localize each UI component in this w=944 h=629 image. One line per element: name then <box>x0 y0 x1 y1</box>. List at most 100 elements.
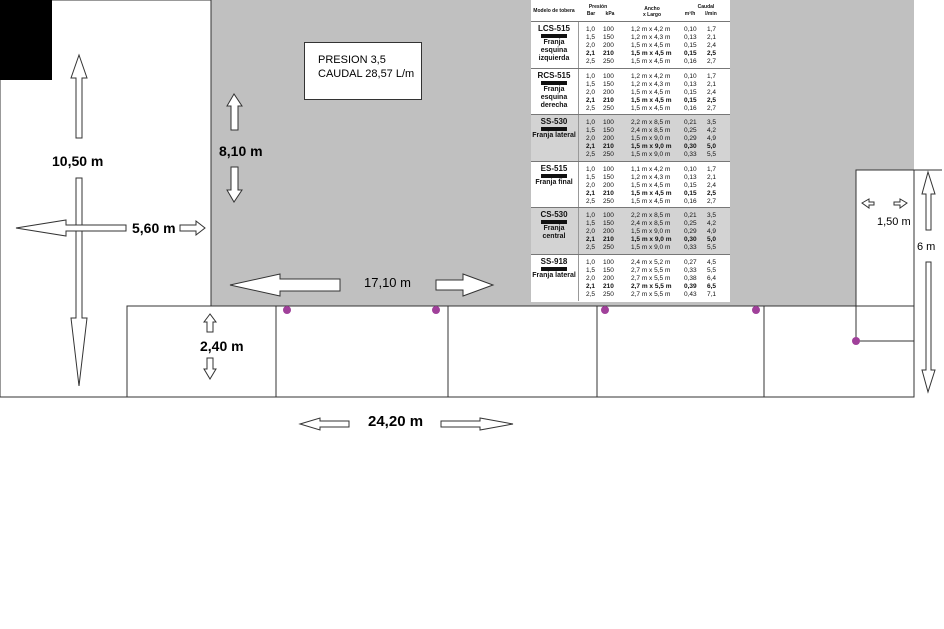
header-bar: Bar <box>586 11 596 17</box>
dimension-label-height-grass: 8,10 m <box>219 143 263 159</box>
cell-kpa: 250 <box>603 58 614 65</box>
cell-lmin: 2,4 <box>707 88 717 96</box>
cell-m3h: 0,21 <box>684 119 697 126</box>
cell-kpa: 100 <box>603 212 614 219</box>
nozzle-pattern-icon <box>541 220 567 224</box>
cell-m3h: 0,25 <box>684 127 697 134</box>
cell-m3h: 0,15 <box>684 96 697 104</box>
dimension-label-right-height: 6 m <box>917 241 936 253</box>
cell-m3h: 0,15 <box>684 50 697 57</box>
header-kpa: kPa <box>605 11 615 17</box>
cell-kpa: 100 <box>603 26 614 33</box>
cell-lmin: 5,0 <box>707 236 717 243</box>
cell-m3h: 0,33 <box>684 151 697 158</box>
cell-size: 1,2 m x 4,2 m <box>631 26 671 33</box>
cell-size: 1,5 m x 4,5 m <box>631 88 671 96</box>
cell-lmin: 2,4 <box>707 42 717 49</box>
cell-m3h: 0,15 <box>684 181 697 189</box>
cell-lmin: 5,0 <box>707 143 717 150</box>
cell-kpa: 250 <box>603 290 614 298</box>
column-divider <box>578 161 579 208</box>
cell-kpa: 100 <box>603 258 614 266</box>
cell-bar: 2,0 <box>586 274 596 282</box>
cell-kpa: 210 <box>603 50 614 57</box>
cell-lmin: 6,5 <box>707 282 717 290</box>
cell-lmin: 2,5 <box>707 189 717 197</box>
cell-size: 2,2 m x 8,5 m <box>631 212 671 219</box>
cell-m3h: 0,21 <box>684 212 697 219</box>
cell-bar: 1,0 <box>586 26 596 33</box>
cell-bar: 2,0 <box>586 42 596 49</box>
cell-kpa: 250 <box>603 197 614 205</box>
column-divider <box>578 115 579 162</box>
cell-size: 1,5 m x 9,0 m <box>631 151 671 158</box>
nozzle-description: esquina <box>540 93 568 101</box>
cell-bar: 1,0 <box>586 258 596 266</box>
cell-size: 2,4 m x 8,5 m <box>631 127 671 134</box>
arrow-down-icon <box>70 177 88 387</box>
cell-m3h: 0,13 <box>684 80 697 88</box>
cell-kpa: 210 <box>603 282 614 290</box>
arrow-right-icon <box>435 273 495 297</box>
cell-m3h: 0,10 <box>684 165 697 173</box>
cell-kpa: 200 <box>603 181 614 189</box>
cell-bar: 2,5 <box>586 244 596 251</box>
nozzle-description: izquierda <box>538 55 570 62</box>
pressure-text: PRESION 3,5 <box>318 54 386 66</box>
cell-size: 2,7 m x 5,5 m <box>631 274 671 282</box>
cell-size: 2,7 m x 5,5 m <box>631 282 672 290</box>
cell-bar: 2,1 <box>586 282 596 290</box>
arrow-up-icon <box>203 313 217 333</box>
sprinkler-point <box>852 337 860 345</box>
cell-lmin: 2,7 <box>707 58 717 65</box>
dimension-label-height-left: 10,50 m <box>52 153 104 169</box>
cell-lmin: 4,2 <box>707 220 717 227</box>
cell-size: 1,5 m x 4,5 m <box>631 96 672 104</box>
arrow-down-icon <box>226 166 243 203</box>
cell-kpa: 210 <box>603 143 614 150</box>
cell-size: 1,5 m x 9,0 m <box>631 244 671 251</box>
column-divider <box>578 68 579 115</box>
cell-lmin: 2,7 <box>707 197 717 205</box>
cell-kpa: 200 <box>603 228 614 235</box>
arrow-right-icon <box>893 198 908 209</box>
flow-text: CAUDAL 28,57 L/m <box>318 68 415 80</box>
nozzle-description: esquina <box>540 47 568 54</box>
cell-m3h: 0,43 <box>684 290 697 298</box>
cell-bar: 1,0 <box>586 212 596 219</box>
cell-m3h: 0,29 <box>684 135 697 142</box>
cell-m3h: 0,25 <box>684 220 697 227</box>
nozzle-code: CS-530 <box>540 210 568 219</box>
cell-size: 1,2 m x 4,2 m <box>631 72 671 80</box>
cell-m3h: 0,39 <box>684 282 697 290</box>
cell-size: 1,5 m x 4,5 m <box>631 50 672 57</box>
nozzle-description: Franja <box>543 225 565 232</box>
cell-m3h: 0,16 <box>684 197 697 205</box>
header-flow: Caudal <box>697 4 715 10</box>
cell-bar: 2,1 <box>586 236 596 243</box>
cell-lmin: 5,5 <box>707 244 717 251</box>
pressure-info-box: PRESION 3,5 CAUDAL 28,57 L/m <box>304 42 422 100</box>
cell-bar: 1,0 <box>586 165 596 173</box>
cell-bar: 1,5 <box>586 34 596 41</box>
cell-lmin: 4,9 <box>707 135 717 142</box>
header-model: Modelo de tobera <box>533 8 575 14</box>
header-length: x Largo <box>642 12 662 18</box>
cell-kpa: 250 <box>603 244 614 251</box>
cell-lmin: 4,5 <box>707 258 717 266</box>
cell-bar: 2,5 <box>586 290 596 298</box>
cell-m3h: 0,13 <box>684 34 697 41</box>
cell-bar: 1,5 <box>586 173 596 181</box>
cell-size: 1,5 m x 9,0 m <box>631 143 672 150</box>
corner-block <box>0 0 52 80</box>
cell-kpa: 150 <box>603 127 614 134</box>
cell-size: 1,5 m x 9,0 m <box>631 135 671 142</box>
cell-lmin: 4,9 <box>707 228 717 235</box>
bottom-strip <box>126 305 915 398</box>
